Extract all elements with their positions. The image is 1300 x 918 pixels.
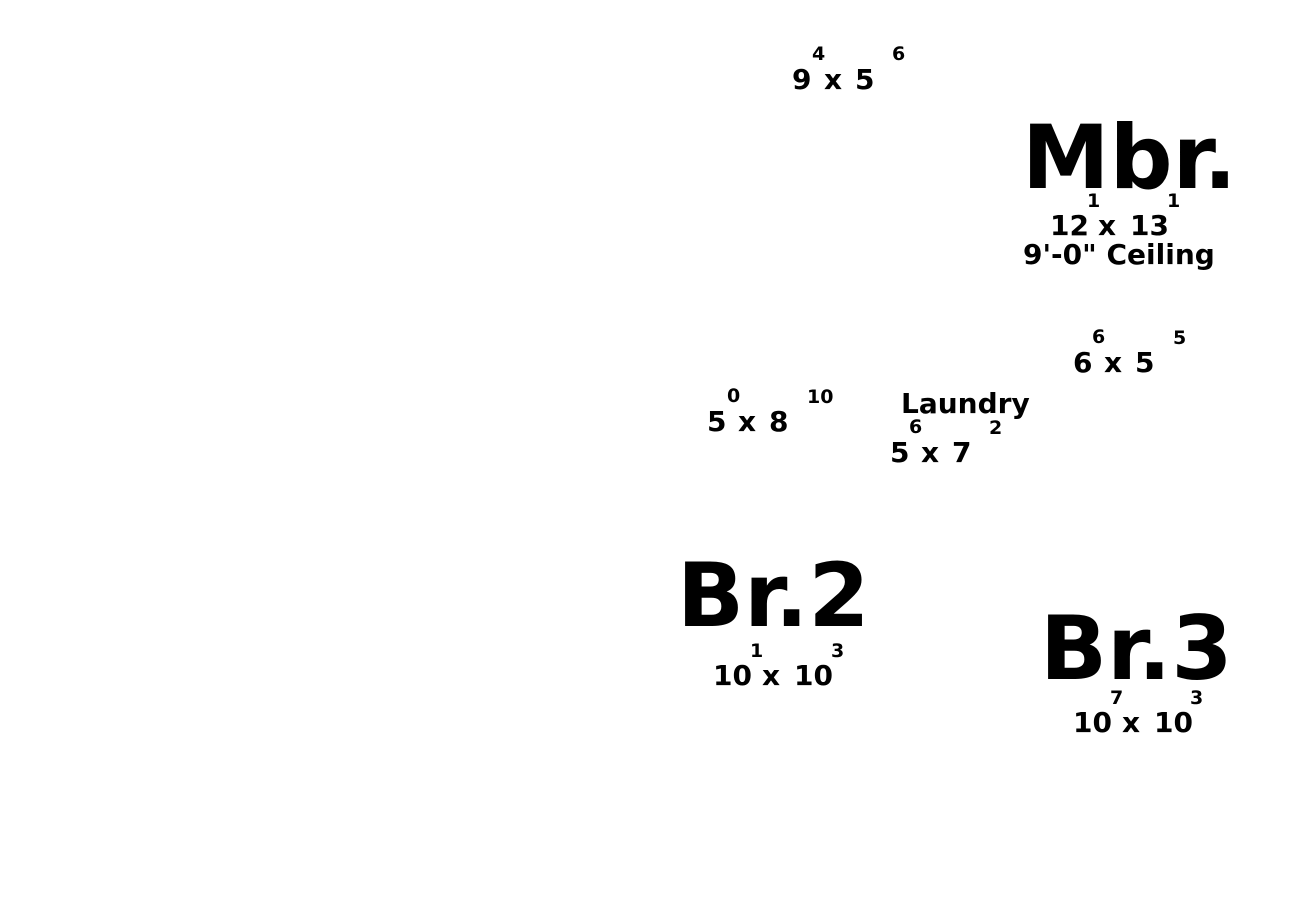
mbr-depth-inches: 1	[1167, 190, 1181, 212]
br2-depth-feet: 10	[794, 659, 833, 692]
laundry-by-sign: x	[921, 436, 940, 469]
laundry-width-inches: 6	[909, 416, 923, 438]
mbr-depth-feet: 13	[1130, 209, 1169, 242]
room-c-depth-feet: 8	[769, 405, 789, 438]
mbr-name: Mbr.	[1022, 106, 1237, 209]
room-a-width-inches: 4	[812, 43, 826, 65]
br2-by-sign: x	[762, 659, 781, 692]
laundry-depth-feet: 7	[952, 436, 972, 469]
room-b-width-feet: 6	[1073, 346, 1093, 379]
mbr-width-feet: 12	[1050, 209, 1089, 242]
room-c-width-feet: 5	[707, 405, 727, 438]
br3-width-inches: 7	[1110, 687, 1124, 709]
room-a-by-sign: x	[824, 63, 843, 96]
room-b-width-inches: 6	[1092, 326, 1106, 348]
room-b-depth-inches: 5	[1173, 327, 1187, 349]
br3-name: Br.3	[1040, 597, 1233, 700]
room-c-width-inches: 0	[727, 385, 741, 407]
room-c-depth-inches: 10	[807, 386, 834, 408]
room-a-width-feet: 9	[792, 63, 812, 96]
laundry-name: Laundry	[901, 387, 1030, 420]
mbr-by-sign: x	[1098, 209, 1117, 242]
br3-width-feet: 10	[1073, 706, 1112, 739]
mbr-ceiling-height: 9'-0" Ceiling	[1023, 238, 1215, 271]
br3-by-sign: x	[1122, 706, 1141, 739]
br2-depth-inches: 3	[831, 640, 845, 662]
br3-depth-feet: 10	[1154, 706, 1193, 739]
room-b-by-sign: x	[1104, 346, 1123, 379]
br2-width-inches: 1	[750, 640, 764, 662]
br3-depth-inches: 3	[1190, 687, 1204, 709]
br2-width-feet: 10	[713, 659, 752, 692]
room-b-depth-feet: 5	[1135, 346, 1155, 379]
mbr-width-inches: 1	[1087, 190, 1101, 212]
room-c-by-sign: x	[738, 405, 757, 438]
laundry-depth-inches: 2	[989, 417, 1003, 439]
br2-name: Br.2	[677, 544, 870, 647]
room-a-depth-feet: 5	[855, 63, 875, 96]
laundry-width-feet: 5	[890, 436, 910, 469]
room-a-depth-inches: 6	[892, 43, 906, 65]
